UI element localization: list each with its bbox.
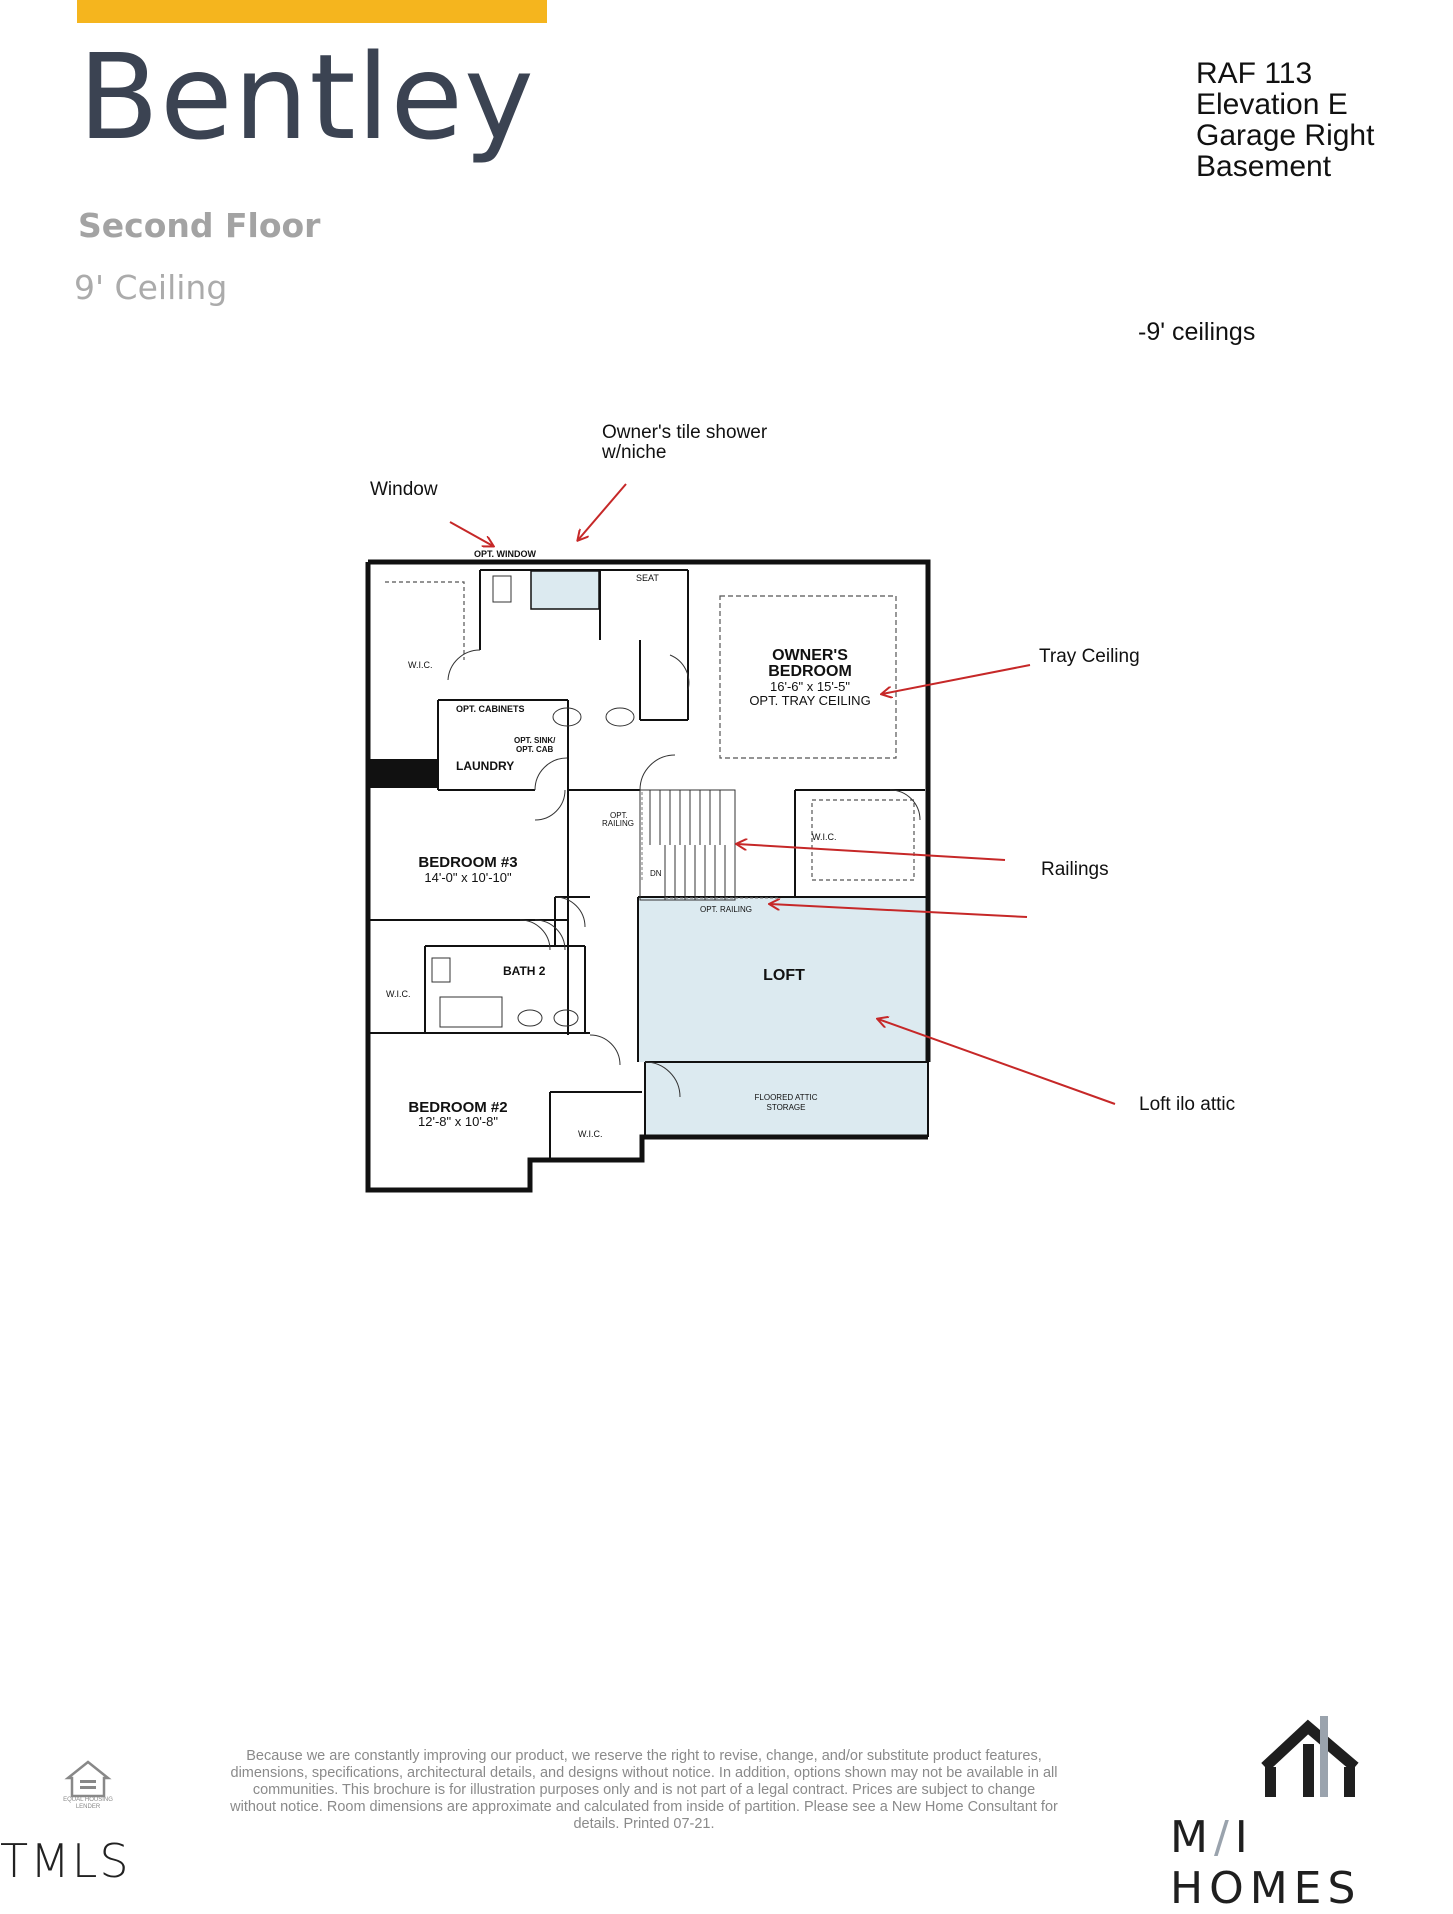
legal-disclaimer: Because we are constantly improving our … [230, 1748, 1058, 1832]
owners-bedroom-opt: OPT. TRAY CEILING [749, 693, 870, 708]
tmls-watermark: TMLS [0, 1834, 131, 1888]
floor-label: Second Floor [78, 206, 321, 245]
ceiling-label: 9' Ceiling [74, 268, 228, 307]
spec-list: RAF 113 Elevation E Garage Right Basemen… [1196, 58, 1374, 182]
arrow-railings-1 [737, 844, 1006, 861]
toilet-bath2 [431, 957, 451, 983]
opt-railing-small-1: OPT. [610, 811, 628, 820]
spec-garage: Garage Right [1196, 119, 1375, 152]
opt-sink-label-2: OPT. CAB [516, 745, 554, 754]
wic-label-2: W.I.C. [812, 832, 837, 842]
brand-separator: / [1213, 1812, 1235, 1863]
bath2-sink-right [553, 1009, 579, 1027]
owners-wic-shelf [811, 799, 915, 881]
bathtub [439, 996, 503, 1028]
ceilings-note: -9' ceilings [1138, 318, 1256, 346]
owners-bedroom-label-2: BEDROOM [768, 663, 852, 680]
spec-elevation: Elevation E [1196, 88, 1348, 121]
plan-title: Bentley [78, 28, 535, 166]
opt-sink-label-1: OPT. SINK/ [514, 736, 556, 745]
seat-label: SEAT [636, 573, 659, 583]
wic-label-1: W.I.C. [408, 660, 433, 670]
toilet-owners [492, 575, 512, 603]
annotation-window: Window [370, 479, 438, 500]
annotation-tray: Tray Ceiling [1039, 646, 1140, 667]
accent-bar [77, 0, 547, 23]
chase-block [368, 760, 438, 788]
bath2-sink-left [517, 1009, 543, 1027]
tray-ceiling-outline [719, 595, 897, 759]
laundry-label: LAUNDRY [456, 759, 514, 773]
annotation-loft: Loft ilo attic [1139, 1094, 1235, 1115]
owners-bedroom-dim: 16'-6" x 15'-5" [770, 679, 850, 694]
wic-label-4: W.I.C. [578, 1129, 603, 1139]
brand-m: M [1170, 1812, 1214, 1863]
arrow-loft [878, 1019, 1116, 1105]
staircase [639, 789, 736, 901]
tile-shower [530, 570, 600, 610]
opt-railing-small-2: RAILING [602, 819, 634, 828]
attic-storage-area [645, 1062, 928, 1137]
opt-window-label: OPT. WINDOW [474, 549, 536, 559]
arrow-shower [578, 483, 627, 540]
attic-label-1: FLOORED ATTIC [755, 1093, 818, 1102]
annotation-railings: Railings [1041, 859, 1109, 880]
mi-homes-logo-icon [1261, 1716, 1359, 1797]
annotation-shower-2: w/niche [601, 442, 666, 463]
arrow-tray [882, 664, 1031, 694]
annotation-arrows [449, 483, 1116, 1105]
bedroom2-label: BEDROOM #2 [408, 1099, 507, 1116]
wic-label-3: W.I.C. [386, 989, 411, 999]
sink-right [605, 707, 635, 727]
arrow-window [449, 521, 493, 546]
equal-housing-icon [64, 1760, 112, 1798]
brand-name: M/I HOMES [1170, 1812, 1453, 1914]
bath2-label: BATH 2 [503, 964, 546, 978]
bedroom3-label: BEDROOM #3 [418, 854, 517, 871]
loft-label: LOFT [763, 967, 805, 984]
opt-railing-label: OPT. RAILING [700, 905, 752, 914]
arrow-railings-2 [770, 904, 1028, 918]
equal-housing-caption: EQUAL HOUSING LENDER [63, 1797, 113, 1811]
loft-area [638, 897, 926, 1062]
attic-label-2: STORAGE [767, 1103, 806, 1112]
owners-bedroom-label-1: OWNER'S [772, 647, 848, 664]
dn-label: DN [650, 869, 662, 878]
bedroom3-dim: 14'-0" x 10'-10" [424, 870, 512, 885]
equal-housing-line-1: EQUAL HOUSING [63, 1797, 113, 1803]
bedroom2-dim: 12'-8" x 10'-8" [418, 1114, 498, 1129]
annotation-shower-1: Owner's tile shower [602, 422, 768, 443]
equal-housing-line-2: LENDER [75, 1804, 101, 1810]
door-swings [447, 649, 921, 1098]
opt-cabinets-label: OPT. CABINETS [456, 704, 525, 714]
sink-left [552, 707, 582, 727]
spec-basement: Basement [1196, 150, 1332, 183]
wic-shelf-line [385, 581, 465, 660]
spec-model: RAF 113 [1196, 57, 1313, 90]
